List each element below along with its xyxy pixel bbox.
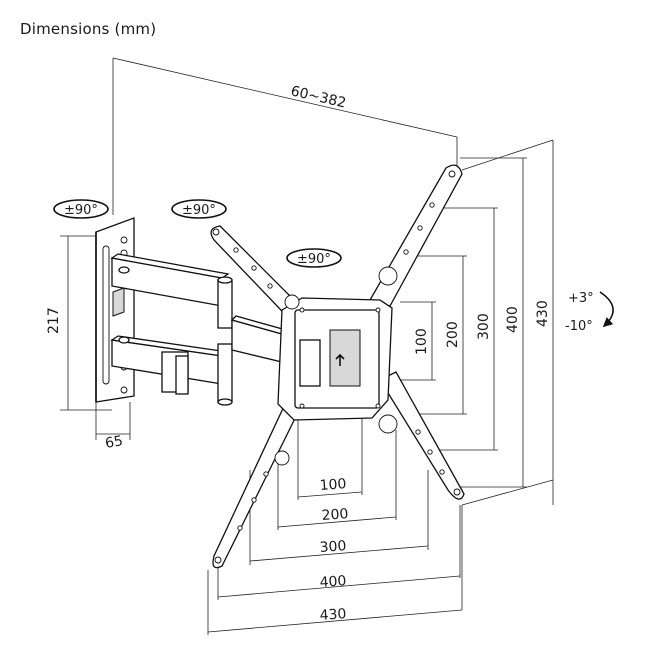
wall-plate xyxy=(95,217,135,403)
diagram-title: Dimensions (mm) xyxy=(20,20,157,38)
vesa-v300-label: 300 xyxy=(476,313,492,340)
vesa-h430-label: 430 xyxy=(319,606,347,624)
vesa-h300-label: 300 xyxy=(319,538,347,556)
tilt-arrow-icon xyxy=(599,291,614,328)
tilt-up-label: +3° xyxy=(568,291,594,306)
vesa-h400-label: 400 xyxy=(319,573,347,591)
swivel-wall-label: ±90° xyxy=(64,203,98,218)
tilt-down-label: -10° xyxy=(565,319,593,334)
swivel-head-label: ±90° xyxy=(297,252,331,267)
rotation-arrow-icon xyxy=(53,199,342,268)
arm-length-label: 60~382 xyxy=(289,83,347,111)
swivel-mid-label: ±90° xyxy=(182,203,216,218)
vesa-v100-label: 100 xyxy=(414,328,430,355)
vesa-v200-label: 200 xyxy=(445,321,461,348)
vesa-h100-label: 100 xyxy=(319,476,347,494)
vesa-h200-label: 200 xyxy=(321,506,349,524)
dimension-lines xyxy=(60,57,554,635)
articulating-arms xyxy=(110,253,288,406)
vesa-plate xyxy=(210,164,465,569)
wall-plate-width-label: 65 xyxy=(104,433,124,452)
wall-plate-height-label: 217 xyxy=(46,307,62,334)
vesa-v430-label: 430 xyxy=(535,300,551,327)
vesa-v400-label: 400 xyxy=(505,306,521,333)
